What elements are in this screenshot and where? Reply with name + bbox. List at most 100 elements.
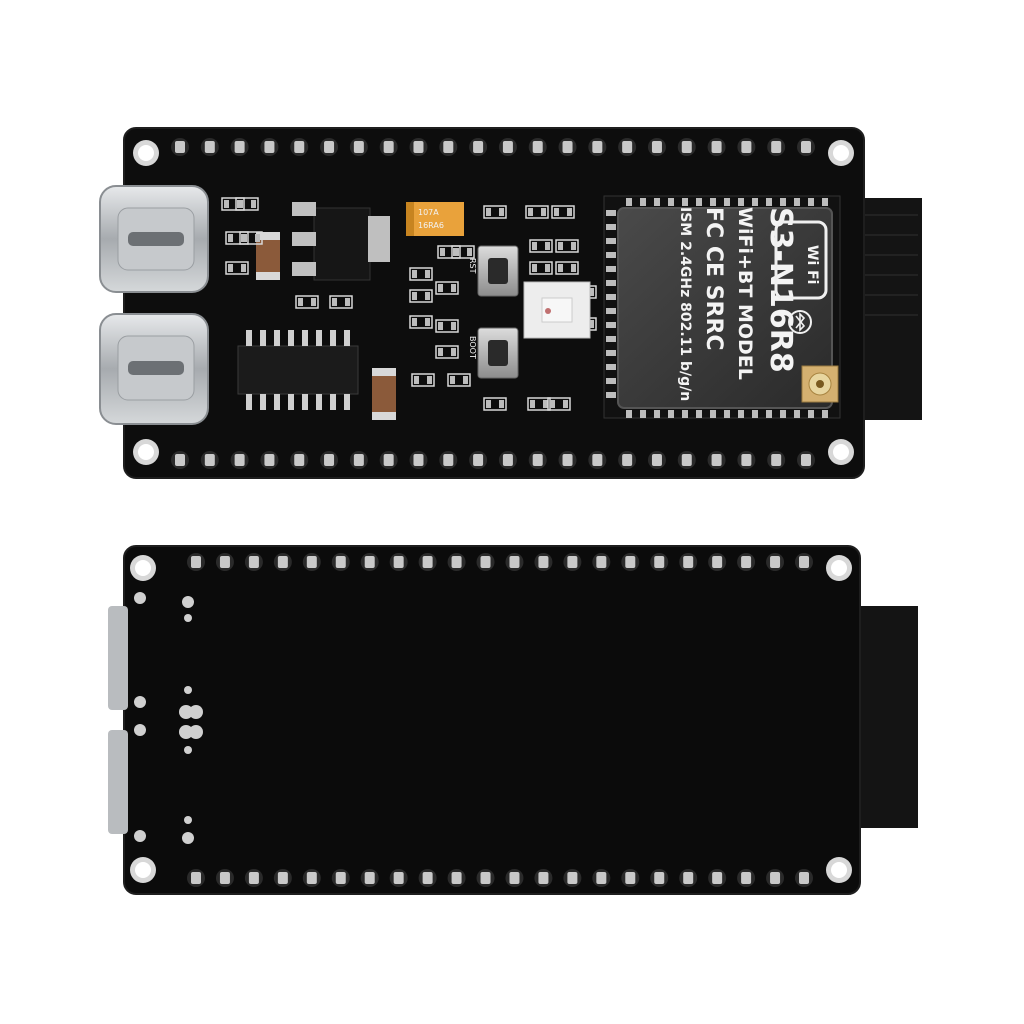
header-pin [766,869,785,887]
header-pin [302,869,321,887]
pin-row-top-lower [171,451,815,469]
header-pin [498,138,517,156]
header-pin [349,138,368,156]
header-pin [260,138,279,156]
header-pin [528,451,547,469]
esp32-s3-module: S3-N16R8 WiFi+BT MODEL FC CE SRRC ISM 2.… [603,195,841,419]
header-pin [469,451,488,469]
header-pin [737,553,756,571]
header-pin [737,869,756,887]
module-model: S3-N16R8 [763,207,798,373]
usb-c-connector-1 [99,185,209,293]
header-pin [618,138,637,156]
smd-part [483,205,507,219]
header-pin [331,869,350,887]
header-pin [476,869,495,887]
smd-part [529,239,553,253]
smd-part [555,239,579,253]
header-pin [621,869,640,887]
smd-part [525,205,549,219]
header-pin [409,138,428,156]
smd-part [295,295,319,309]
smd-part [435,281,459,295]
rgb-led [523,281,591,339]
reset-button[interactable]: RST [468,245,519,297]
header-pin [260,451,279,469]
header-pin [708,553,727,571]
smd-part [329,295,353,309]
header-pin [187,869,205,887]
header-pin [476,553,495,571]
usb-c-connector-2 [99,313,209,425]
header-pin [647,451,666,469]
header-pin [588,138,607,156]
smd-components [221,197,597,411]
header-pin [528,138,547,156]
ceramic-capacitor [372,368,396,420]
header-pin [244,553,263,571]
header-pin [797,451,815,469]
header-pin [650,869,669,887]
usb-edge-2 [108,730,128,834]
header-pin [439,138,458,156]
header-pin [592,553,611,571]
wifi-logo-icon: Wi Fi [774,220,828,300]
smd-part [225,261,249,275]
header-pin [302,553,321,571]
header-pin [349,451,368,469]
header-pin [360,869,379,887]
smd-part [435,319,459,333]
module-line3: ISM 2.4GHz 802.11 b/g/n [677,207,693,401]
header-pin [215,869,234,887]
header-pin [389,553,408,571]
header-pin [767,138,786,156]
cap-label-1: 107A [418,208,439,217]
header-pin [707,138,726,156]
header-pin [621,553,640,571]
header-pin [244,869,263,887]
smd-part [547,397,571,411]
smd-part [409,315,433,329]
header-pin [707,451,726,469]
tantalum-capacitor: 107A 16RA6 [406,202,464,236]
header-pin [290,138,309,156]
rst-label: RST [468,258,477,274]
header-pin [737,451,756,469]
header-pin [418,869,437,887]
header-pin [766,553,785,571]
header-pin [409,451,428,469]
header-pin [650,553,669,571]
usb-serial-chip [237,330,359,410]
wifi-badge: Wi Fi [804,245,820,284]
header-pin [320,138,339,156]
smd-part [239,231,263,245]
smd-part [409,289,433,303]
header-pin [379,451,398,469]
header-pin [389,869,408,887]
header-pin [505,869,524,887]
header-pin [439,451,458,469]
header-pin [360,553,379,571]
header-pin [708,869,727,887]
smd-part [235,197,259,211]
boot-button[interactable]: BOOT [468,327,519,379]
header-pin [737,138,756,156]
ceramic-capacitor [256,232,280,280]
boot-label: BOOT [468,336,477,359]
header-pin [558,451,577,469]
header-pin [447,869,466,887]
header-pin [679,869,698,887]
smd-part [411,373,435,387]
pcb-bottom [123,545,861,895]
header-pin [215,553,234,571]
header-pin [290,451,309,469]
board-bottom [108,545,918,895]
smd-part [447,373,471,387]
header-pin [230,451,249,469]
header-pin [447,553,466,571]
ufl-antenna-connector [801,365,839,403]
header-pin [331,553,350,571]
header-pin [379,138,398,156]
smd-part [529,261,553,275]
